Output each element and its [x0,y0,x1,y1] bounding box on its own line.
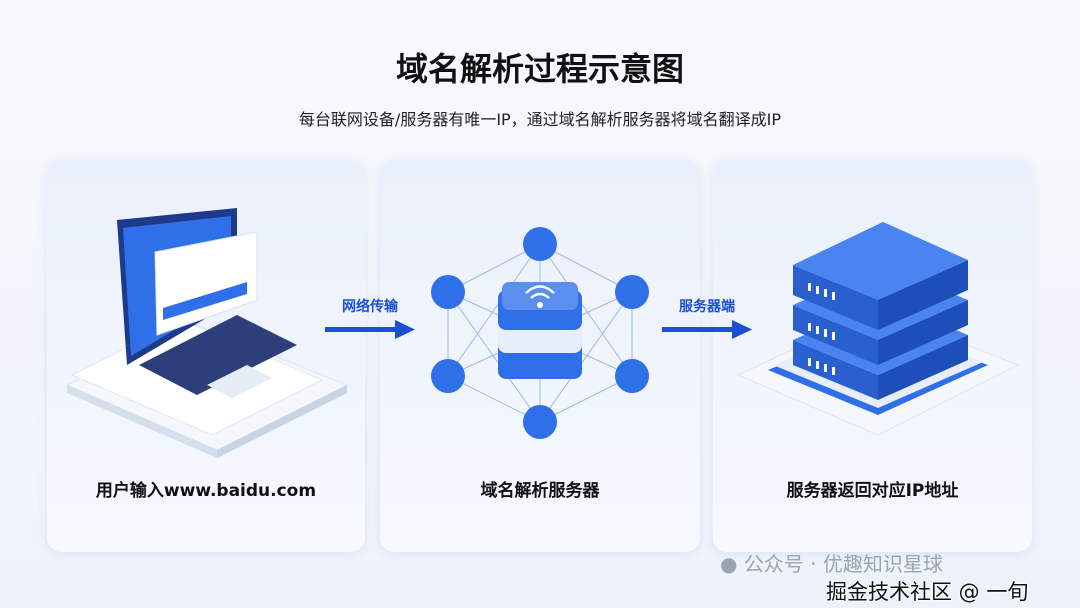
arrow-right-icon [662,320,752,339]
network-icon [431,227,649,439]
page-title: 域名解析过程示意图 [395,50,684,88]
wechat-watermark: ● 公众号 · 优趣知识星球 [720,552,943,576]
wechat-icon: ● [720,552,738,576]
server-icon [736,222,1020,436]
panel-dns-server: 域名解析服务器 [380,160,700,552]
arrow-server-side: 服务器端 [662,296,752,344]
panel-ip-return: 服务器返回对应IP地址 [713,160,1032,552]
juejin-watermark: 掘金技术社区 @ 一旬 [826,580,1029,604]
arrow-label: 网络传输 [342,299,398,315]
panel-label: 服务器返回对应IP地址 [786,481,959,501]
arrow-label: 服务器端 [679,299,735,315]
panel-user-input: 用户输入www.baidu.com [47,160,365,552]
panel-label: 用户输入www.baidu.com [95,481,317,501]
laptop-icon [65,208,349,458]
panel-label: 域名解析服务器 [480,481,600,501]
subtitle: 每台联网设备/服务器有唯一IP，通过域名解析服务器将域名翻译成IP [298,110,782,129]
arrow-network: 网络传输 [325,296,415,344]
arrow-right-icon [325,320,415,339]
